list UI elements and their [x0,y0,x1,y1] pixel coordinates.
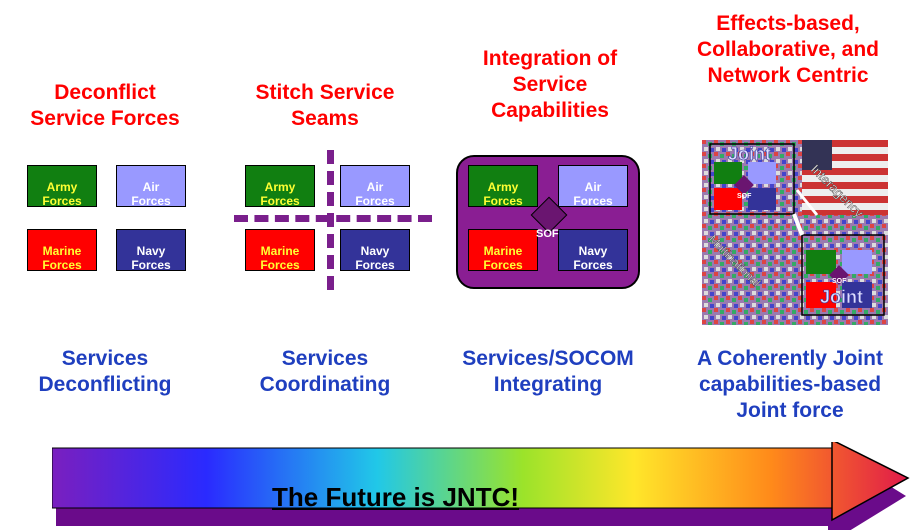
col1-marine-box: Marine Forces [27,229,97,271]
forces-label: Forces [573,258,613,271]
arrow-head-outline [831,442,910,522]
col3-caption: Services/SOCOM Integrating [436,346,660,398]
forces-label: Forces [260,258,300,271]
col1-title: Deconflict Service Forces [0,80,210,132]
col3-marine-box: Marine Forces [468,229,538,271]
banner-text: The Future is JNTC! [272,482,520,512]
col3-title-line3: Capabilities [491,99,609,122]
col2-army-box: Army Forces [245,165,315,207]
col4-caption-line3: Joint force [736,399,844,422]
forces-label: Forces [260,194,300,207]
col4-caption-line2: capabilities-based [698,373,882,396]
navy-label: Navy [578,244,608,258]
col3-title-line1: Integration of [482,47,618,70]
air-label: Air [366,180,384,194]
col3-caption-line2: Integrating [493,373,603,396]
collage-link-1 [792,213,804,236]
joint-top-air [748,162,776,184]
forces-label: Forces [131,258,171,271]
joint-bottom-label: Joint [820,287,863,307]
forces-label: Forces [131,194,171,207]
joint-bottom-air [842,250,872,274]
joint-top-navy [748,188,776,210]
forces-label: Forces [355,194,395,207]
col2-title-line2: Seams [291,107,359,130]
forces-label: Forces [483,194,523,207]
col2-navy-box: Navy Forces [340,229,410,271]
marine-label: Marine [42,244,82,258]
navy-label: Navy [136,244,166,258]
col3-air-box: Air Forces [558,165,628,207]
col4-caption-line1: A Coherently Joint [697,347,883,370]
col2-title-line1: Stitch Service [255,81,395,104]
joint-top-marine [714,188,742,210]
col4-title-line3: Network Centric [707,64,869,87]
air-label: Air [142,180,160,194]
col1-title-line1: Deconflict [54,81,156,104]
col3-caption-line1: Services/SOCOM [462,347,634,370]
forces-label: Forces [573,194,613,207]
forces-label: Forces [355,258,395,271]
marine-label: Marine [483,244,523,258]
col1-title-line2: Service Forces [30,107,180,130]
army-label: Army [46,180,78,194]
forces-label: Forces [483,258,523,271]
col4-title-line2: Collaborative, and [696,38,880,61]
joint-bottom-marine [806,282,836,308]
army-label: Army [264,180,296,194]
forces-label: Forces [42,258,82,271]
network-collage: Joint Joint SOF SOF Interagency Multinat… [702,140,888,325]
flag-canton [802,140,832,170]
future-arrow [52,442,910,530]
col2-caption-line1: Services [281,347,369,370]
col4-title: Effects-based, Collaborative, and Networ… [660,11,916,89]
col3-navy-box: Navy Forces [558,229,628,271]
col1-caption: Services Deconflicting [0,346,210,398]
col2-title: Stitch Service Seams [220,80,430,132]
joint-bottom-army [806,250,836,274]
sof-top-label: SOF [737,193,752,200]
col3-army-box: Army Forces [468,165,538,207]
air-label: Air [584,180,602,194]
col4-title-line1: Effects-based, [716,12,860,35]
col2-marine-box: Marine Forces [245,229,315,271]
col1-army-box: Army Forces [27,165,97,207]
joint-top-army [714,162,742,184]
col1-navy-box: Navy Forces [116,229,186,271]
joint-frame-bottom [801,234,885,316]
navy-label: Navy [360,244,390,258]
joint-top-label: Joint [728,144,771,164]
col3-title-line2: Service [512,73,588,96]
col2-air-box: Air Forces [340,165,410,207]
col1-caption-line2: Deconflicting [38,373,172,396]
joint-bottom-navy [842,282,872,308]
collage-link-2 [795,189,819,216]
col2-caption: Services Coordinating [220,346,430,398]
col2-caption-line2: Coordinating [259,373,391,396]
col3-title: Integration of Service Capabilities [440,46,660,124]
sof-bottom-label: SOF [832,278,847,285]
marine-label: Marine [260,244,300,258]
forces-label: Forces [42,194,82,207]
joint-frame-top [709,143,795,215]
col1-air-box: Air Forces [116,165,186,207]
seam-vertical [327,150,334,290]
army-label: Army [487,180,519,194]
multinational-panel [702,235,797,325]
col1-caption-line1: Services [61,347,149,370]
sof-label: SOF [536,228,559,240]
col4-caption: A Coherently Joint capabilities-based Jo… [664,346,916,424]
